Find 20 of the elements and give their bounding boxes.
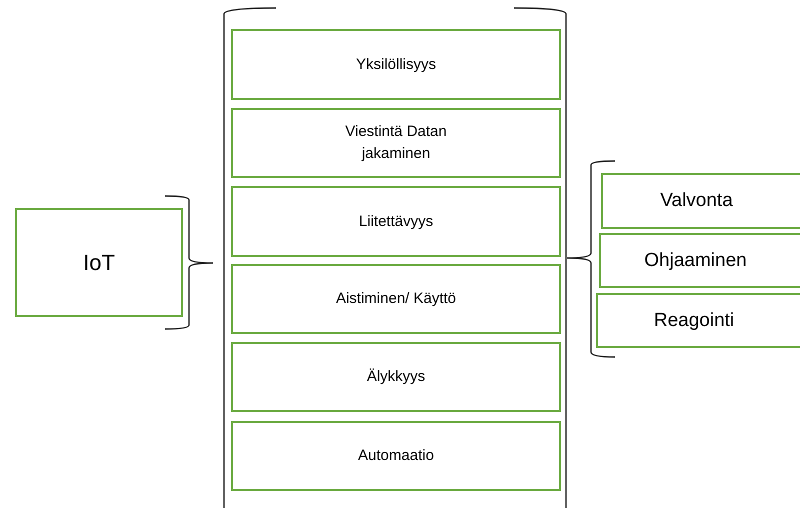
node-label: Älykkyys <box>366 367 426 388</box>
node-label: Aistiminen/ Käyttö <box>336 289 456 310</box>
layer-box <box>231 108 561 178</box>
node-label: Viestintä Datan jakaminen <box>344 122 448 164</box>
iot-box <box>15 208 183 317</box>
node-label: Ohjaaminen <box>644 248 748 273</box>
function-box <box>596 293 800 348</box>
layer-box <box>231 342 561 412</box>
node-label: Liitettävyys <box>358 212 434 232</box>
node-label: Valvonta <box>660 189 734 214</box>
node-label: IoT <box>83 248 115 277</box>
function-box <box>599 233 800 288</box>
layer-box <box>231 264 561 334</box>
node-label: Yksilöllisyys <box>356 54 436 75</box>
layer-box <box>231 186 561 257</box>
function-box <box>601 173 800 229</box>
layer-box <box>231 421 561 491</box>
layer-box <box>231 29 561 100</box>
node-label: Reagointi <box>654 308 736 333</box>
node-label: Automaatio <box>358 446 434 466</box>
